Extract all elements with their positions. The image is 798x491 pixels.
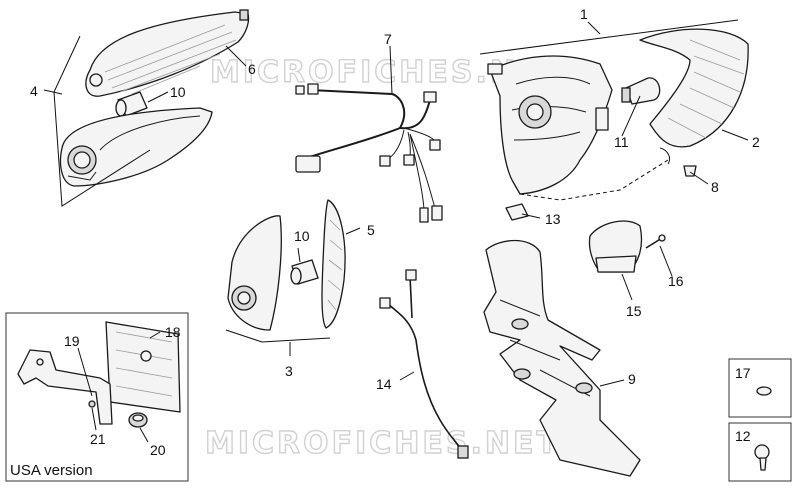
callout-21: 21: [90, 431, 106, 447]
rear-indicator-housing: [227, 215, 282, 331]
license-light-cable-14: [379, 269, 469, 459]
clip-13: [505, 203, 529, 221]
assembly-bracket-4: [53, 35, 151, 207]
callout-10-front: 10: [170, 84, 186, 100]
callout-16: 16: [668, 273, 684, 289]
callout-2: 2: [752, 134, 760, 150]
callout-4: 4: [30, 83, 38, 99]
callout-20: 20: [150, 442, 166, 458]
box-12: [728, 422, 792, 482]
callout-12: 12: [735, 428, 751, 444]
callout-15: 15: [626, 303, 642, 319]
screw-21: [88, 400, 96, 408]
screw-16: [645, 234, 666, 249]
callout-7: 7: [384, 31, 392, 47]
callout-3: 3: [285, 363, 293, 379]
bracket-19: [17, 349, 113, 425]
front-indicator-lens: [85, 9, 250, 97]
usa-version-label: USA version: [10, 462, 93, 479]
callout-1: 1: [580, 6, 588, 22]
callout-17: 17: [735, 365, 751, 381]
callout-10-rear: 10: [294, 228, 310, 244]
box-17: [728, 358, 792, 418]
callout-18: 18: [165, 324, 181, 340]
watermark-bottom: MICROFICHES.NET: [205, 426, 560, 461]
license-light-15: [588, 220, 643, 273]
rear-indicator-bulb-10: [290, 259, 319, 285]
callout-8: 8: [711, 179, 719, 195]
plate-holder-18: [105, 321, 181, 413]
callout-13: 13: [545, 211, 561, 227]
callout-14: 14: [376, 376, 392, 392]
front-indicator-housing: [59, 107, 213, 187]
tail-light-housing: [487, 55, 613, 195]
callout-11: 11: [614, 134, 629, 150]
license-plate-bracket-9: [483, 239, 641, 477]
callout-19: 19: [64, 333, 80, 349]
rear-indicator-lens-5: [321, 199, 346, 329]
callout-5: 5: [367, 222, 375, 238]
tail-light-lens-2: [639, 28, 749, 165]
callout-9: 9: [628, 371, 636, 387]
leader-lines: [43, 21, 749, 443]
wiring-harness-7: [295, 83, 443, 223]
assembly-bracket-3: [225, 329, 331, 343]
grommet-20: [128, 412, 148, 428]
assembly-bracket-1: [479, 19, 739, 201]
bulb-11: [621, 77, 661, 105]
callout-6: 6: [248, 61, 256, 77]
front-indicator-bulb-10: [115, 91, 148, 117]
usa-version-box: USA version: [5, 312, 189, 482]
